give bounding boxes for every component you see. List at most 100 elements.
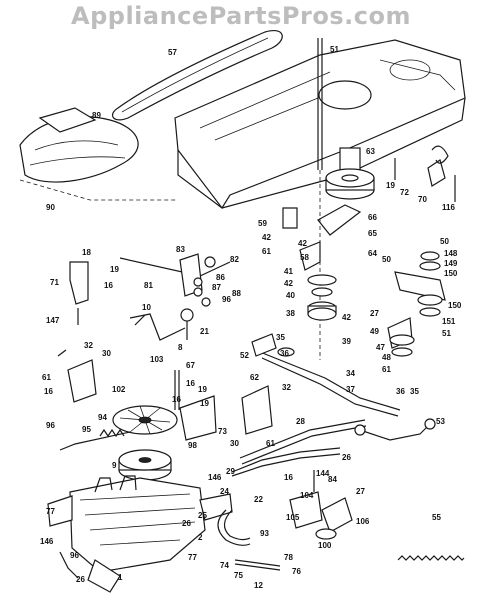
- callout: 41: [284, 267, 293, 276]
- callout: 76: [292, 567, 301, 576]
- callout: 35: [276, 333, 285, 342]
- transaxle-pulley: [118, 449, 172, 481]
- drive-rods: [239, 351, 436, 465]
- callout: 150: [444, 269, 458, 278]
- callout: 57: [168, 48, 177, 57]
- callout: 62: [250, 373, 259, 382]
- callout: 93: [260, 529, 269, 538]
- callout: 63: [366, 147, 375, 156]
- callout: 51: [442, 329, 451, 338]
- callout: 53: [436, 417, 445, 426]
- callout: 25: [198, 511, 207, 520]
- callout: 30: [230, 439, 239, 448]
- callout: 32: [282, 383, 291, 392]
- callout: 55: [432, 513, 441, 522]
- bushing-52: [251, 333, 277, 357]
- callout: 52: [240, 351, 249, 360]
- callout: 1: [118, 573, 123, 582]
- callout: 27: [356, 487, 365, 496]
- callout: 61: [262, 247, 271, 256]
- callout: 28: [296, 417, 305, 426]
- watermark: AppliancePartsPros.com: [71, 2, 411, 30]
- right-mount-bracket: [241, 385, 273, 435]
- callout: 98: [188, 441, 197, 450]
- center-bracket: [179, 395, 217, 441]
- callout: 77: [188, 553, 197, 562]
- callout: 10: [142, 303, 151, 312]
- callout: 22: [254, 495, 263, 504]
- callout: 149: [444, 259, 458, 268]
- callout: 48: [382, 353, 391, 362]
- center-pulley: [325, 147, 375, 200]
- shift-lever: [129, 308, 194, 341]
- callout: 16: [186, 379, 195, 388]
- callout: 87: [212, 283, 221, 292]
- callout: 74: [220, 561, 229, 570]
- callout: 90: [46, 203, 55, 212]
- callout: 100: [318, 541, 332, 550]
- callout: 30: [102, 349, 111, 358]
- callout: 42: [298, 239, 307, 248]
- callout: 64: [368, 249, 377, 258]
- spring-95: [59, 428, 131, 451]
- brake-bracket: [289, 470, 353, 540]
- callout: 94: [98, 413, 107, 422]
- callout: 50: [382, 255, 391, 264]
- callout: 19: [110, 265, 119, 274]
- callout: 51: [330, 45, 339, 54]
- callout: 16: [284, 473, 293, 482]
- callout: 42: [284, 279, 293, 288]
- callout: 19: [198, 385, 207, 394]
- linkage-rod: [234, 559, 281, 567]
- callout: 49: [370, 327, 379, 336]
- callout: 18: [82, 248, 91, 257]
- callout: 12: [254, 581, 263, 590]
- callout: 34: [346, 369, 355, 378]
- callout: 84: [328, 475, 337, 484]
- callout: 61: [382, 365, 391, 374]
- callout: 24: [220, 487, 229, 496]
- callout: 26: [182, 519, 191, 528]
- callout: 70: [418, 195, 427, 204]
- callout: 77: [46, 507, 55, 516]
- callout: 86: [216, 273, 225, 282]
- callout-labels: 57 51 89 90 63 19 72 70 116 59 42 61 66 …: [40, 45, 462, 590]
- callout: 116: [442, 203, 455, 212]
- callout: 38: [286, 309, 295, 318]
- shift-rod: [119, 253, 231, 307]
- callout: 19: [386, 181, 395, 190]
- callout: 148: [444, 249, 458, 258]
- drive-belt: [111, 30, 283, 121]
- callout: 65: [368, 229, 377, 238]
- spring-assembly: [394, 145, 456, 202]
- callout: 26: [342, 453, 351, 462]
- callout: 67: [186, 361, 195, 370]
- callout: 104: [300, 491, 314, 500]
- callout: 35: [410, 387, 419, 396]
- idler-arm: [282, 204, 362, 321]
- right-idler-bracket: [387, 251, 446, 357]
- callout: 58: [300, 253, 309, 262]
- callout: 32: [84, 341, 93, 350]
- callout: 150: [448, 301, 462, 310]
- callout: 42: [342, 313, 351, 322]
- callout: 19: [200, 399, 209, 408]
- callout: 21: [200, 327, 209, 336]
- callout: 8: [178, 343, 183, 352]
- callout: 73: [218, 427, 227, 436]
- callout: 37: [346, 385, 355, 394]
- callout: 71: [50, 278, 59, 287]
- callout: 147: [46, 316, 60, 325]
- callout: 81: [144, 281, 153, 290]
- callout: 59: [258, 219, 267, 228]
- callout: 105: [286, 513, 300, 522]
- left-bracket: [69, 261, 89, 305]
- callout: 47: [376, 343, 385, 352]
- left-mount-bracket: [67, 359, 97, 403]
- callout: 36: [396, 387, 405, 396]
- callout: 146: [40, 537, 54, 546]
- callout: 96: [46, 421, 55, 430]
- callout: 151: [442, 317, 456, 326]
- callout: 29: [226, 467, 235, 476]
- callout: 89: [92, 111, 101, 120]
